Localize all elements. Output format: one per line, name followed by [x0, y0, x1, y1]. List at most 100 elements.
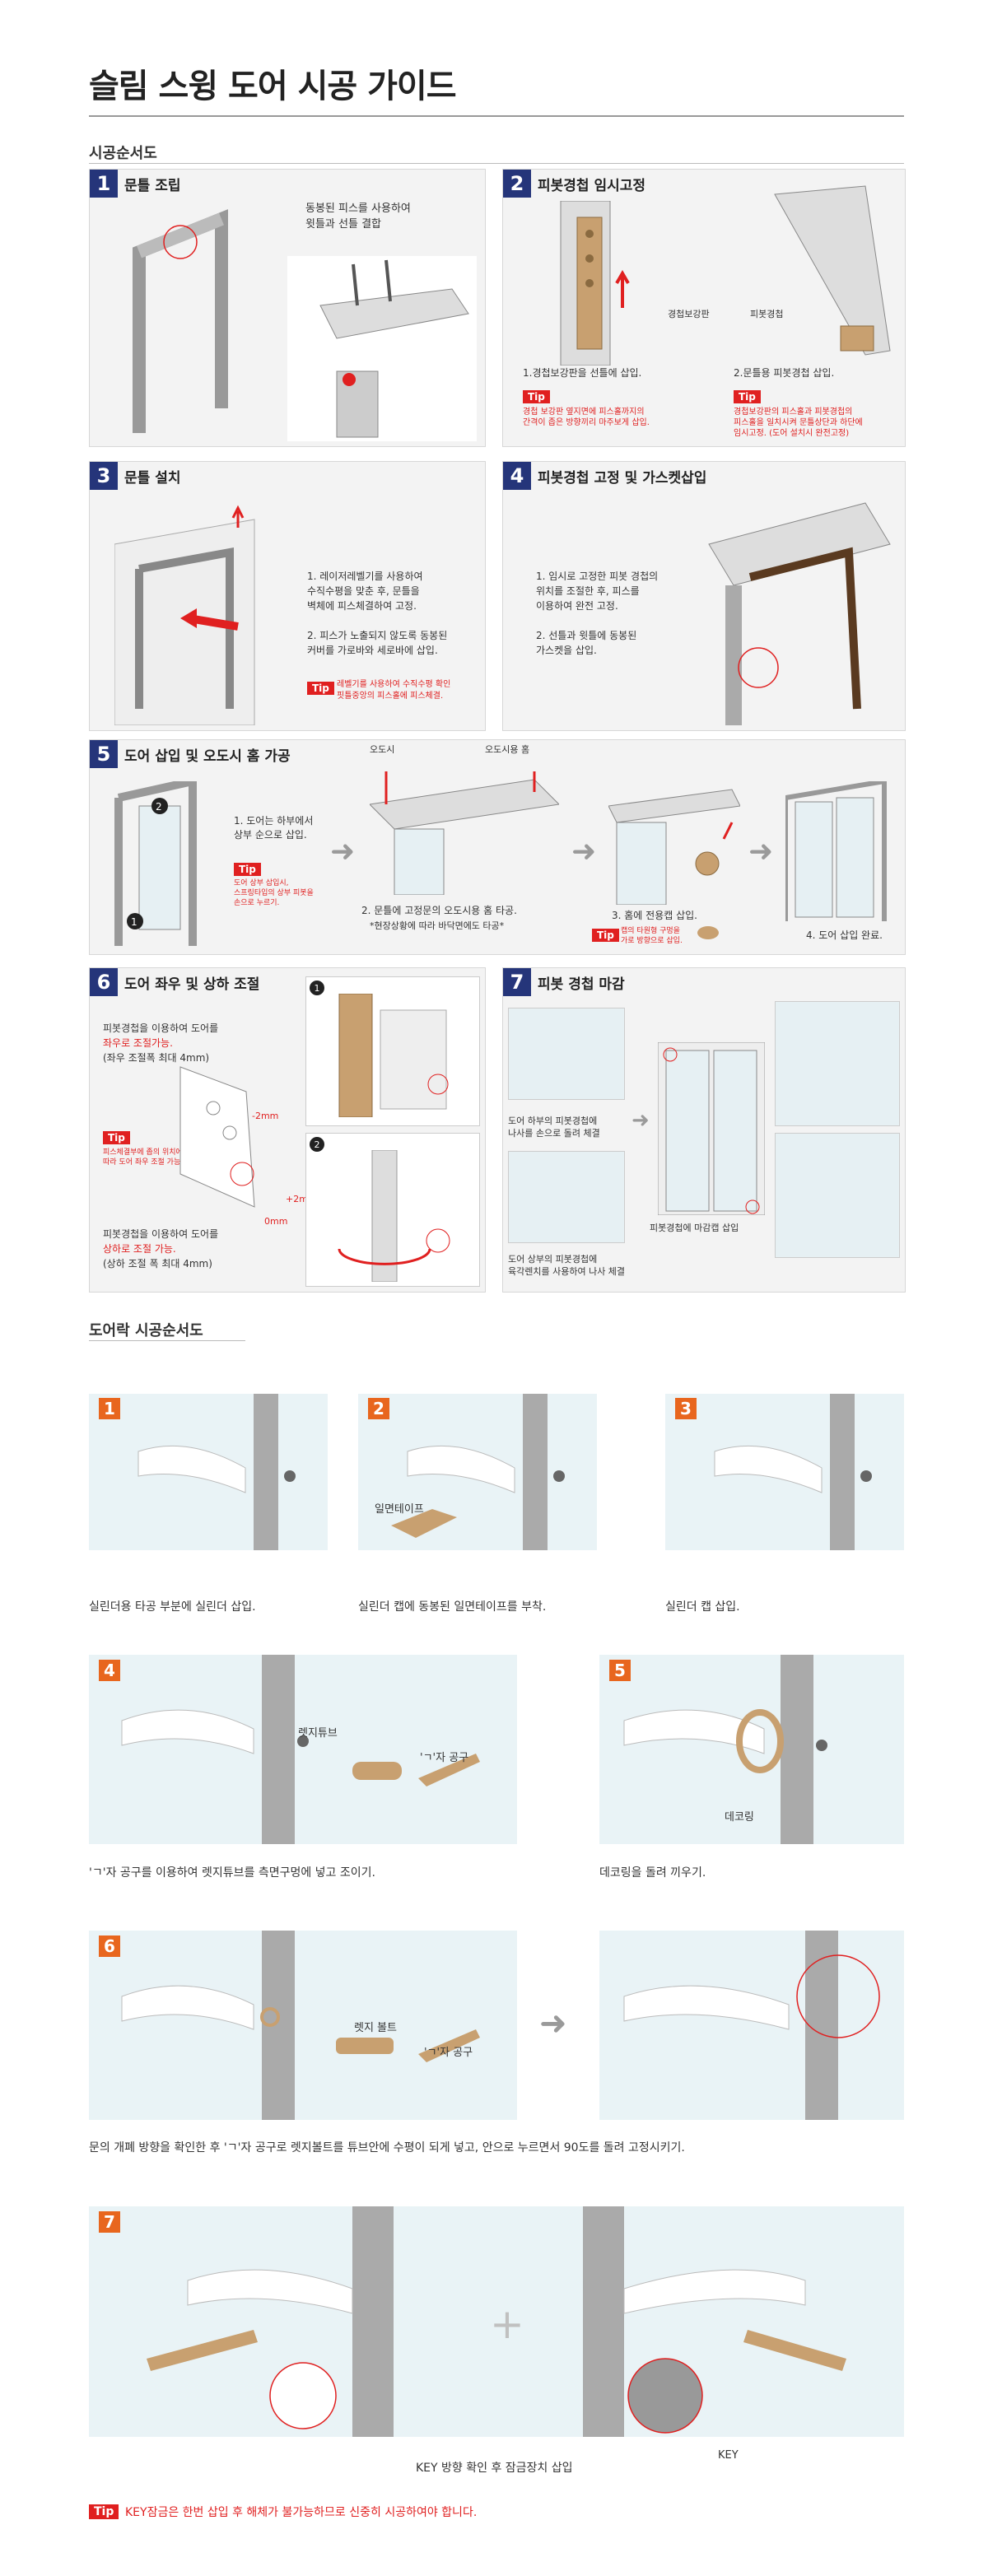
label-pivot-hinge: 피봇경첩: [750, 309, 784, 319]
door-handle-tape-illustration: [391, 1394, 565, 1550]
lock-step-1-image: [89, 1394, 328, 1550]
next-arrow-icon: ➜: [748, 835, 774, 869]
tip-text-3: 캡의 타원형 구멍을 가로 방향으로 삽입.: [621, 927, 683, 945]
tip-text-a: 경첩 보강판 옆지면에 피스홀까지의 간격이 좁은 방향끼리 마주보게 삽입.: [523, 408, 650, 427]
tip-badge: Tip: [592, 929, 619, 942]
measure-zero: 0mm: [264, 1216, 288, 1227]
step-title: 피봇경첩 고정 및 가스켓삽입: [538, 469, 707, 487]
tip-text-1: 도어 상부 삽입시, 스프링타입의 상부 피봇을 손으로 누르기.: [234, 879, 314, 907]
lock-step-6-image: [89, 1931, 517, 2120]
step-text-b1: 피봇경첩을 이용하여 도어를: [103, 1228, 219, 1240]
lock-step-3-image: [665, 1394, 904, 1550]
step-number: 5: [90, 740, 118, 768]
step-title: 피봇경첩 임시고정: [538, 177, 646, 194]
lock-step-number: 1: [99, 1398, 120, 1419]
step-title: 도어 좌우 및 상하 조절: [124, 976, 260, 993]
top-hinge-panel: [508, 1151, 625, 1243]
step-text-a1: 피봇경첩을 이용하여 도어를: [103, 1022, 219, 1034]
key-lock-illustration: +: [147, 2206, 846, 2437]
section-label-lock: 도어락 시공순서도: [89, 1322, 203, 1339]
tip-text-b: 경첩보강판의 피스홀과 피봇경첩의 피스홀을 일치시켜 문틀상단과 하단에 임시…: [734, 408, 863, 438]
latch-result-illustration: [623, 1931, 880, 2120]
tip-badge: Tip: [89, 2504, 119, 2519]
step-title: 문틀 설치: [124, 469, 181, 487]
install-step-1: 1 문틀 조립 동봉된 피스를 사용하여 윗틀과 선틀 결합: [89, 169, 486, 447]
step-text-b2: 상하로 조절 가능.: [103, 1243, 176, 1255]
tip-badge: Tip: [307, 682, 334, 695]
lock-step-4-image: [89, 1655, 517, 1844]
bottom-tip-text: KEY잠금은 한번 삽입 후 해체가 불가능하므로 신중히 시공하여야 합니다.: [125, 2506, 478, 2519]
door-handle-cap-illustration: [714, 1394, 872, 1550]
section-divider: [89, 163, 904, 164]
step-text: 1. 임시로 고정한 피봇 경첩의 위치를 조절한 후, 피스를 이용하여 완전…: [536, 571, 659, 656]
lock-step-number: 4: [99, 1660, 120, 1681]
install-step-3: 3 문틀 설치 1. 레이저레벨기를 사용하여 수직수평을 맞춘 후, 문틀을 벽…: [89, 461, 486, 731]
lock-step-caption: 실린더 캡에 동봉된 일면테이프를 부착.: [358, 1600, 547, 1614]
cap-top-panel: [775, 1001, 900, 1126]
step-number: 1: [90, 170, 118, 198]
step-text-4: 4. 도어 삽입 완료.: [806, 929, 883, 941]
deco-ring-illustration: [623, 1655, 827, 1844]
step-number: 7: [503, 968, 531, 996]
step-number: 4: [503, 462, 531, 490]
label-odosi: 오도시: [370, 744, 395, 755]
install-step-5: 5 도어 삽입 및 오도시 홈 가공 2 1 1. 도어는 하부에서 상부 순으로…: [89, 739, 906, 955]
section-label-install: 시공순서도: [89, 145, 157, 162]
step-title: 문틀 조립: [124, 177, 181, 194]
cap-bottom-panel: [775, 1133, 900, 1258]
page-title: 슬림 스윙 도어 시공 가이드: [89, 68, 457, 105]
step-text-a2: 좌우로 조절가능.: [103, 1037, 173, 1049]
cap-icon: [697, 926, 719, 939]
bottom-hinge-panel: [508, 1008, 625, 1100]
step-text-1: 도어 하부의 피봇경첩에 나사를 손으로 돌려 체결: [508, 1116, 600, 1139]
door-complete-illustration: [785, 781, 887, 921]
step-number: 6: [90, 968, 118, 996]
step-number: 2: [503, 170, 531, 198]
label-latch-bolt: 렛지 볼트: [354, 2022, 397, 2034]
label-hinge-plate: 경첩보강판: [668, 309, 710, 319]
step-note-2: *현장상황에 따라 바닥면에도 타공*: [370, 920, 505, 931]
hinge-plate-illustration: [560, 201, 630, 366]
next-arrow-icon: ➜: [330, 835, 356, 869]
detail-panel-1: 1: [305, 976, 480, 1126]
label-odosi-groove: 오도시용 홈: [485, 744, 530, 755]
tip-text: 레벨기를 사용하여 수직수평 확인 핏틀중앙의 피스홀에 피스체결.: [337, 680, 451, 701]
lock-step-caption: KEY 방향 확인 후 잠금장치 삽입: [416, 2462, 573, 2475]
step-title: 도어 삽입 및 오도시 홈 가공: [124, 748, 291, 765]
label-tape: 일면테이프: [375, 1503, 424, 1516]
step-number: 3: [90, 462, 118, 490]
callout-number: 1: [310, 981, 324, 995]
gasket-illustration: [708, 502, 891, 725]
lock-step-caption: 실린더 캡 삽입.: [665, 1600, 740, 1614]
next-arrow-icon: ➜: [539, 2005, 567, 2043]
label-latch-tube: 렛지튜브: [298, 1727, 338, 1740]
label-l-tool: 'ㄱ'자 공구: [420, 1752, 469, 1764]
lock-step-caption: 데코링을 돌려 끼우기.: [599, 1866, 706, 1880]
step-text: 1. 레이저레벨기를 사용하여 수직수평을 맞춘 후, 문틀을 벽체에 피스체결…: [307, 571, 448, 656]
next-arrow-icon: ➜: [631, 1108, 650, 1133]
step-text-3: 3. 홈에 전용캡 삽입.: [612, 910, 697, 921]
hinge-side-illustration: [338, 994, 449, 1117]
step-text-1: 1. 도어는 하부에서 상부 순으로 삽입.: [234, 815, 314, 841]
lock-step-caption: 실린더용 타공 부분에 실린더 삽입.: [89, 1600, 256, 1614]
frame-wall-illustration: [114, 505, 255, 725]
step-text-3: 피봇경첩에 마감캡 삽입: [650, 1223, 739, 1233]
next-arrow-icon: ➜: [571, 835, 597, 869]
tip-badge: Tip: [103, 1131, 130, 1144]
double-door-illustration: [658, 1042, 765, 1215]
lock-step-6-result-image: [599, 1931, 904, 2120]
lock-step-5-image: [599, 1655, 904, 1844]
door-insert-illustration: 2 1: [114, 781, 197, 946]
lock-step-caption: 문의 개폐 방향을 확인한 후 'ㄱ'자 공구로 렛지볼트를 튜브안에 수평이 …: [89, 2141, 685, 2154]
step-text-2: 도어 상부의 피봇경첩에 육각렌치를 사용하여 나사 체결: [508, 1254, 626, 1277]
detail-panel-2: 2: [305, 1133, 480, 1287]
tip-text: 피스체결부에 좁의 위치에 따라 도어 좌우 조절 가능.: [103, 1148, 184, 1167]
lock-step-number: 3: [675, 1398, 697, 1419]
svg-text:+: +: [490, 2300, 524, 2348]
hinge-plate-adjust-illustration: [179, 1066, 255, 1208]
svg-text:1: 1: [131, 916, 137, 928]
step-text: 동봉된 피스를 사용하여 윗틀과 선틀 결합: [305, 203, 411, 231]
tip-badge: Tip: [734, 390, 761, 403]
